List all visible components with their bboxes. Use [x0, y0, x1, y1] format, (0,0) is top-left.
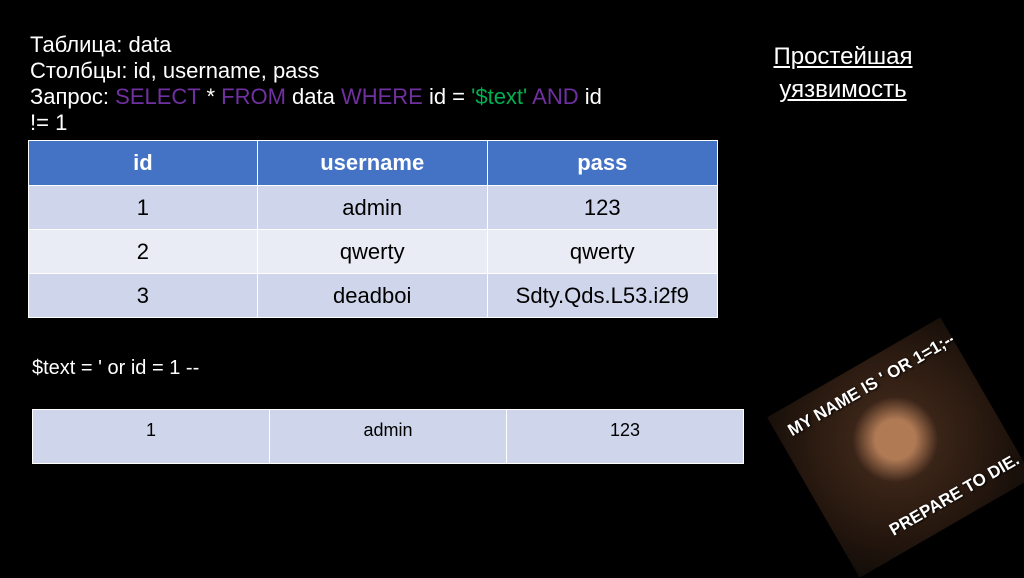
columns-line: Столбцы: id, username, pass — [30, 58, 320, 83]
meme-top-text: MY NAME IS ' OR 1=1;-- — [784, 328, 959, 440]
kw-select: SELECT — [115, 84, 201, 109]
title-line-1: Простейшая — [773, 43, 913, 70]
header-id: id — [28, 140, 258, 186]
meme-image: MY NAME IS ' OR 1=1;-- PREPARE TO DIE. — [767, 317, 1024, 578]
cell: 1 — [28, 185, 258, 230]
cell: deadboi — [256, 273, 488, 318]
table-header: id username pass — [28, 140, 719, 186]
cell: qwerty — [256, 229, 488, 274]
cell: admin — [269, 409, 507, 464]
q-star: * — [200, 84, 222, 109]
query-continuation: != 1 — [30, 110, 68, 135]
cell: 1 — [32, 409, 270, 464]
kw-and: AND — [532, 84, 579, 109]
cell: 3 — [28, 273, 258, 318]
cell: 123 — [506, 409, 744, 464]
title-line-2: уязвимость — [779, 76, 907, 103]
description-text: Таблица: data Столбцы: id, username, pas… — [30, 32, 602, 136]
kw-where: WHERE — [340, 84, 423, 109]
slide-title: Простейшая уязвимость — [740, 40, 946, 106]
query-line: Запрос: SELECT * FROM data WHERE id = '$… — [30, 84, 602, 110]
cell: 123 — [486, 185, 719, 230]
cell: 2 — [28, 229, 258, 274]
cell: admin — [256, 185, 488, 230]
header-pass: pass — [486, 140, 719, 186]
table-name-line: Таблица: data — [30, 32, 172, 57]
query-label: Запрос: — [30, 84, 116, 109]
q-text-var: '$text' — [471, 84, 528, 109]
injection-value: $text = ' or id = 1 -- — [32, 357, 200, 379]
q-id: id = — [422, 84, 472, 109]
q-data: data — [285, 84, 341, 109]
header-username: username — [256, 140, 488, 186]
kw-from: FROM — [221, 84, 286, 109]
cell: Sdty.Qds.L53.i2f9 — [486, 273, 719, 318]
meme-bottom-text: PREPARE TO DIE. — [885, 449, 1023, 540]
q-id-end: id — [578, 84, 602, 109]
cell: qwerty — [486, 229, 719, 274]
